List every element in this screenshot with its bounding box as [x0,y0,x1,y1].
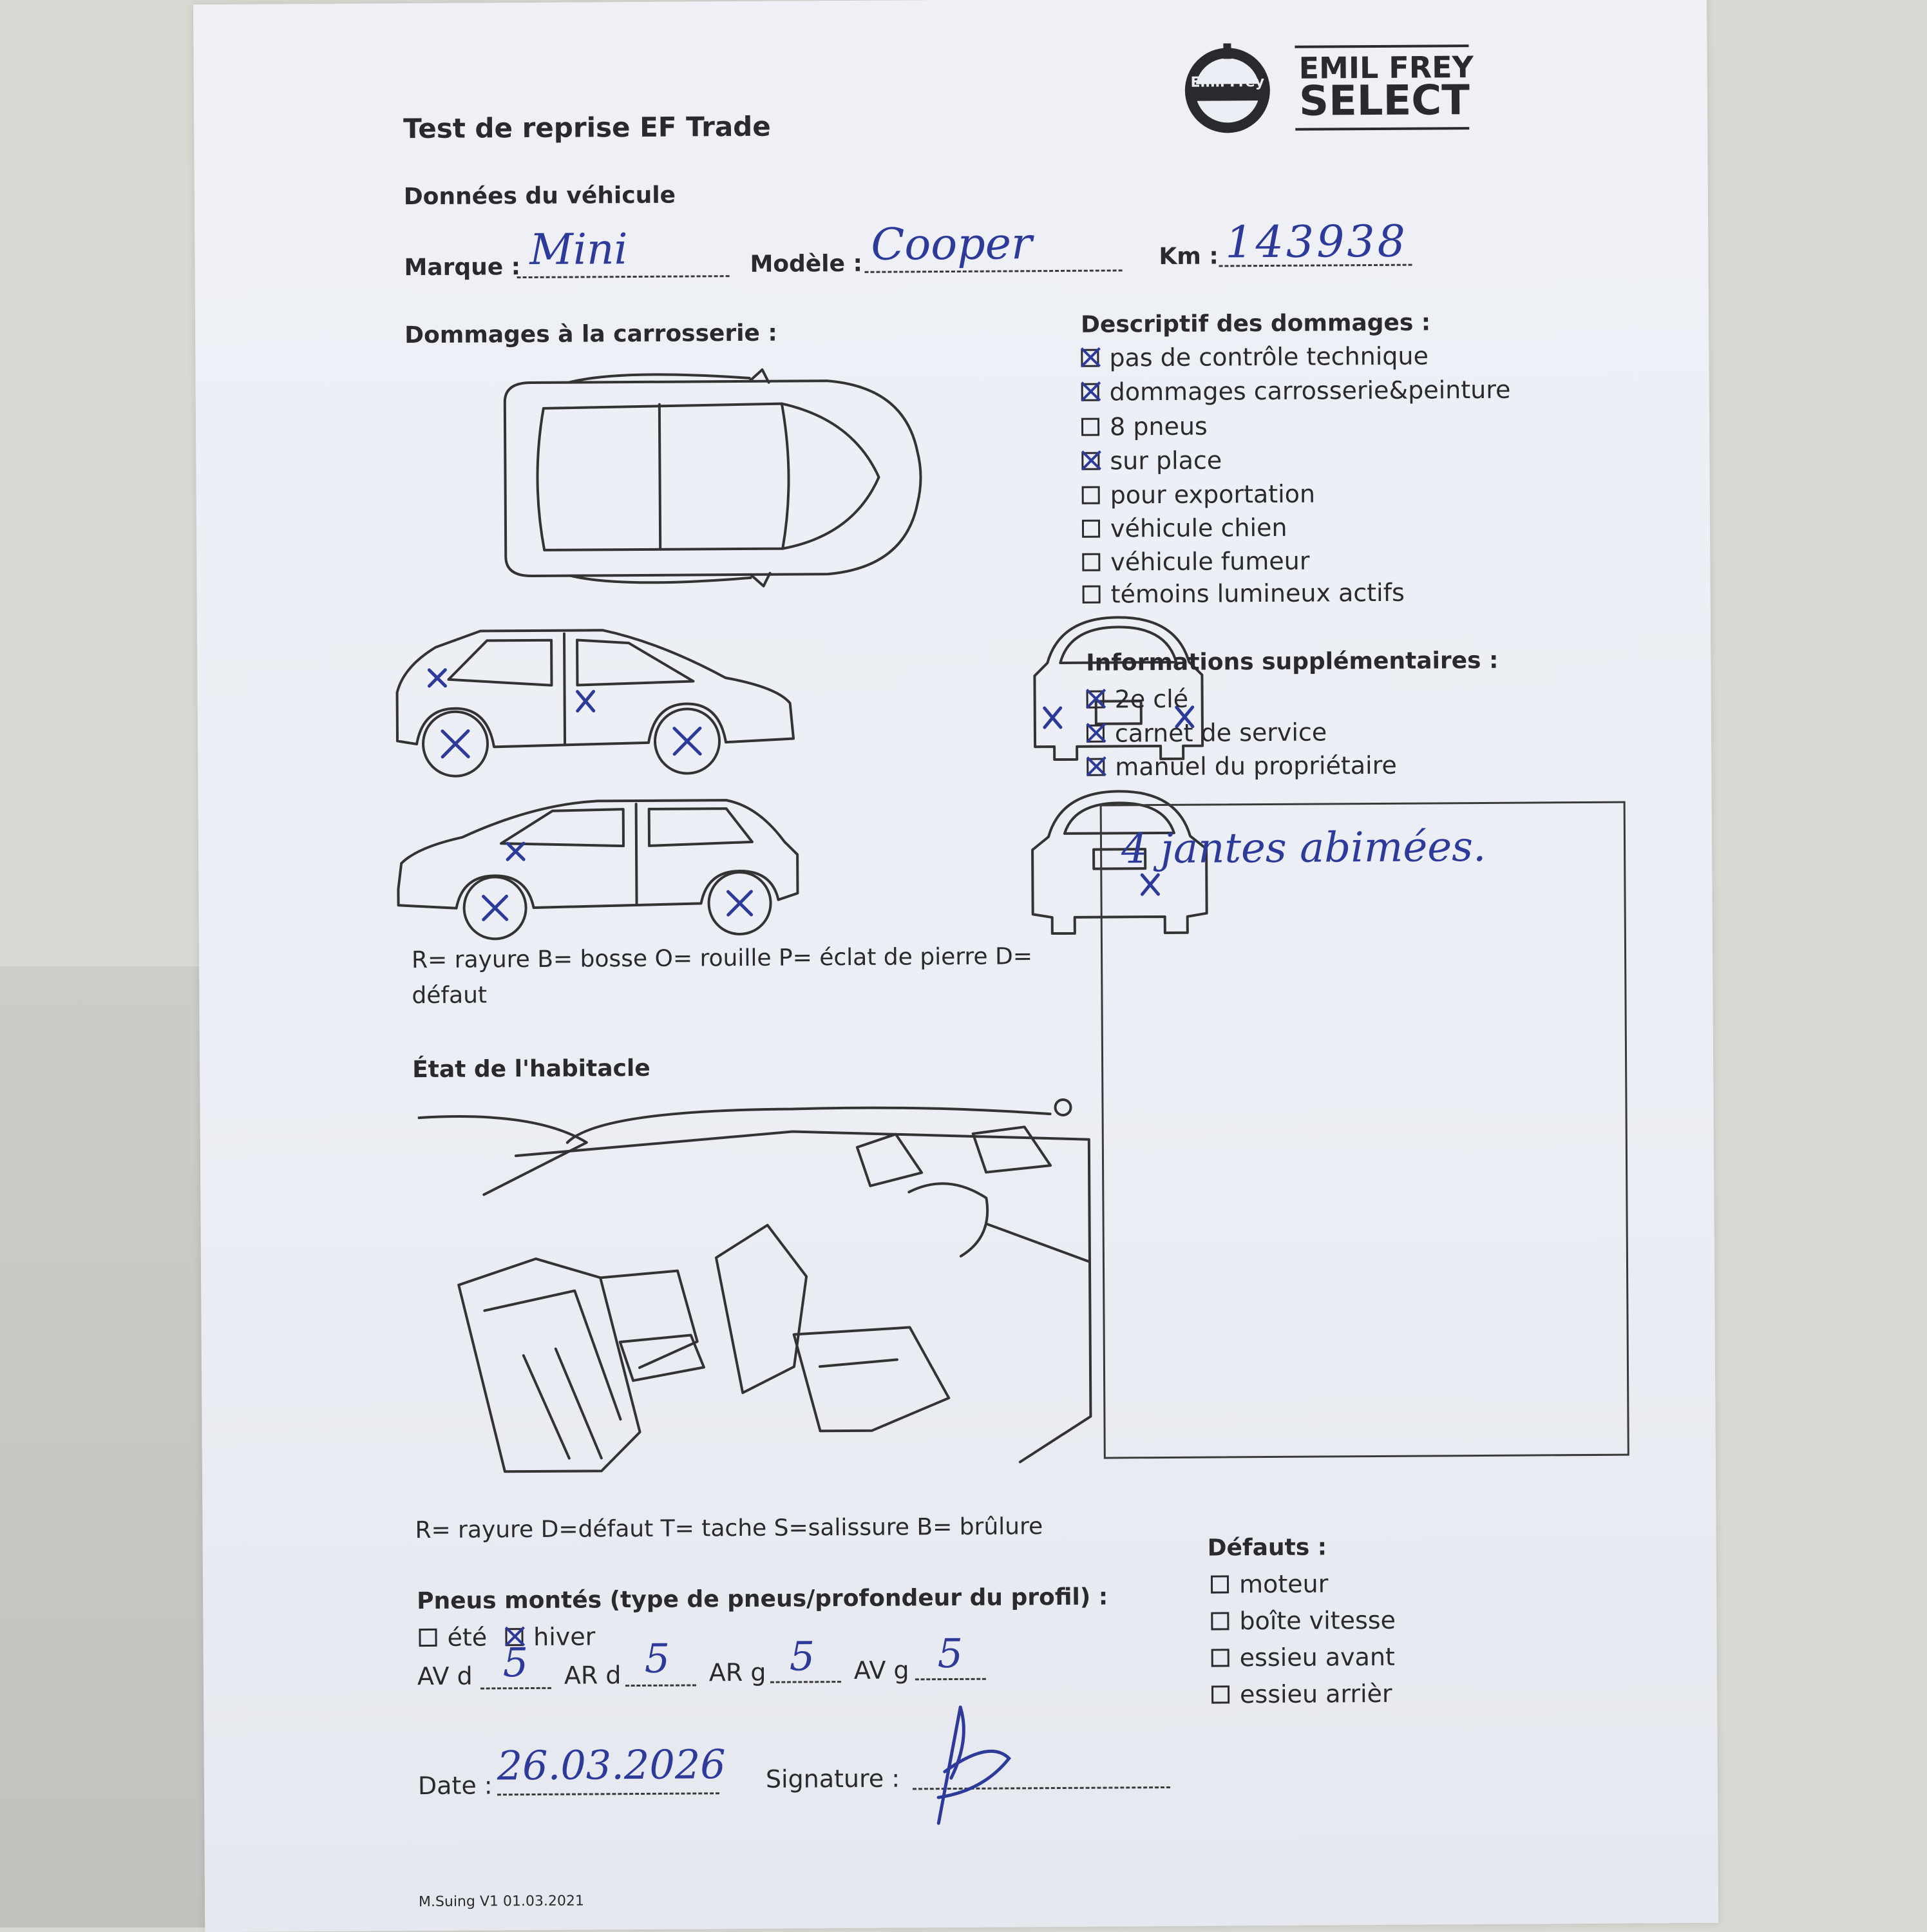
defect-checkbox[interactable] [1211,1685,1230,1704]
ar-g-value[interactable]: 5 [789,1632,815,1680]
damage-item-label: témoins lumineux actifs [1110,578,1405,609]
extra-item-label: carnet de service [1114,718,1327,748]
extra-checkbox[interactable] [1086,690,1105,709]
summer-tyre-label: été [447,1623,488,1652]
notes-text: 4 jantes abimées. [1121,823,1486,874]
extra-item-label: 2e clé [1114,684,1189,714]
damage-checkbox[interactable] [1082,585,1101,604]
defect-checkbox[interactable] [1210,1575,1229,1594]
extra-item[interactable]: 2e clé [1086,684,1189,714]
damage-checkbox[interactable] [1082,553,1101,571]
date-label: Date : [417,1771,493,1801]
summer-tyre-checkbox[interactable] [419,1628,437,1647]
winter-tyre-label: hiver [533,1622,596,1651]
car-rear-view-diagram [1031,790,1208,935]
damage-checkbox[interactable] [1081,452,1100,470]
damage-item[interactable]: témoins lumineux actifs [1082,578,1405,609]
damage-item[interactable]: pour exportation [1081,479,1316,510]
defect-item-label: essieu arrièr [1239,1679,1392,1709]
defect-item[interactable]: boîte vitesse [1211,1606,1396,1636]
defect-item-label: essieu avant [1239,1642,1395,1672]
defect-item-label: boîte vitesse [1239,1605,1396,1636]
damage-item-label: pour exportation [1110,479,1316,510]
car-side-view-left-diagram [397,799,799,941]
defect-checkbox[interactable] [1211,1649,1229,1667]
av-d-line [480,1687,552,1690]
defects-heading: Défauts : [1207,1534,1327,1562]
damage-item-label: sur place [1110,446,1222,475]
ar-d-value[interactable]: 5 [644,1634,670,1682]
ar-d-label: AR d [564,1661,622,1690]
av-d-label: AV d [417,1661,473,1691]
defect-item[interactable]: essieu avant [1211,1643,1395,1672]
form-title: Test de reprise EF Trade [403,110,771,145]
av-g-line [915,1678,986,1681]
damage-checkbox[interactable] [1081,519,1101,538]
tyres-heading: Pneus montés (type de pneus/profondeur d… [417,1583,1108,1615]
car-top-view-diagram [503,368,922,588]
extra-checkbox[interactable] [1087,758,1105,776]
extra-info-heading: Informations supplémentaires : [1086,647,1499,676]
damage-item-label: pas de contrôle technique [1109,341,1429,372]
damage-description-heading: Descriptif des dommages : [1080,309,1431,338]
km-label: Km : [1159,243,1219,271]
interior-legend: R= rayure D=défaut T= tache S=salissure … [415,1513,1043,1544]
ar-g-line [770,1681,841,1683]
vehicle-data-heading: Données du véhicule [403,182,676,211]
damage-item[interactable]: véhicule chien [1081,513,1287,543]
defect-item-label: moteur [1239,1569,1329,1599]
defect-item[interactable]: moteur [1210,1569,1329,1599]
logo-small-text: Emil Frey [1190,74,1265,91]
marque-value[interactable]: Mini [529,224,628,274]
marque-label: Marque : [404,254,521,282]
av-d-value[interactable]: 5 [502,1639,529,1687]
damage-item[interactable]: dommages carrosserie&peinture [1081,376,1511,406]
damage-item[interactable]: pas de contrôle technique [1081,341,1429,372]
date-value[interactable]: 26.03.2026 [497,1741,726,1790]
footer-version: M.Suing V1 01.03.2021 [418,1893,584,1911]
car-interior-diagram [417,1098,1092,1473]
damage-checkbox[interactable] [1081,383,1099,401]
av-g-value[interactable]: 5 [937,1629,964,1678]
extra-item[interactable]: carnet de service [1086,718,1327,748]
body-legend-line-1: R= rayure B= bosse O= rouille P= éclat d… [411,943,1033,974]
ar-d-line [625,1684,696,1687]
defect-checkbox[interactable] [1211,1612,1229,1631]
av-g-label: AV g [853,1656,909,1685]
body-legend-line-2: défaut [412,982,488,1009]
car-front-view-diagram [1033,616,1204,761]
body-damage-heading: Dommages à la carrosserie : [404,320,777,349]
emil-frey-badge-icon [1184,43,1270,133]
extra-item-label: manuel du propriétaire [1115,751,1397,781]
signature-scribble[interactable] [925,1700,1029,1830]
damage-item[interactable]: véhicule fumeur [1082,546,1310,577]
brand-line-2: SELECT [1298,77,1470,126]
damage-item[interactable]: sur place [1081,446,1222,475]
damage-checkbox[interactable] [1081,417,1100,436]
km-value[interactable]: 143938 [1225,216,1409,269]
signature-label: Signature : [765,1764,900,1793]
date-line [497,1792,720,1796]
extra-item[interactable]: manuel du propriétaire [1087,751,1397,781]
damage-checkbox[interactable] [1081,486,1100,504]
ar-g-label: AR g [708,1658,766,1687]
marque-field-line [517,275,730,279]
extra-checkbox[interactable] [1086,724,1105,743]
car-side-view-right-diagram [395,629,795,778]
modele-label: Modèle : [750,250,863,278]
modele-value[interactable]: Cooper [871,218,1032,271]
brand-logo: EMIL FREY SELECT [1295,44,1474,131]
notes-box[interactable]: 4 jantes abimées. [1099,801,1629,1459]
damage-item[interactable]: 8 pneus [1081,412,1208,441]
damage-checkbox[interactable] [1081,349,1099,367]
form-sheet: Emil Frey EMIL FREY SELECT Test de repri… [193,0,1719,1932]
damage-item-label: 8 pneus [1109,412,1208,441]
interior-heading: État de l'habitacle [412,1055,650,1084]
damage-item-label: véhicule chien [1110,513,1287,543]
damage-item-label: véhicule fumeur [1110,546,1310,577]
defect-item[interactable]: essieu arrièr [1211,1679,1392,1709]
damage-item-label: dommages carrosserie&peinture [1109,375,1511,406]
